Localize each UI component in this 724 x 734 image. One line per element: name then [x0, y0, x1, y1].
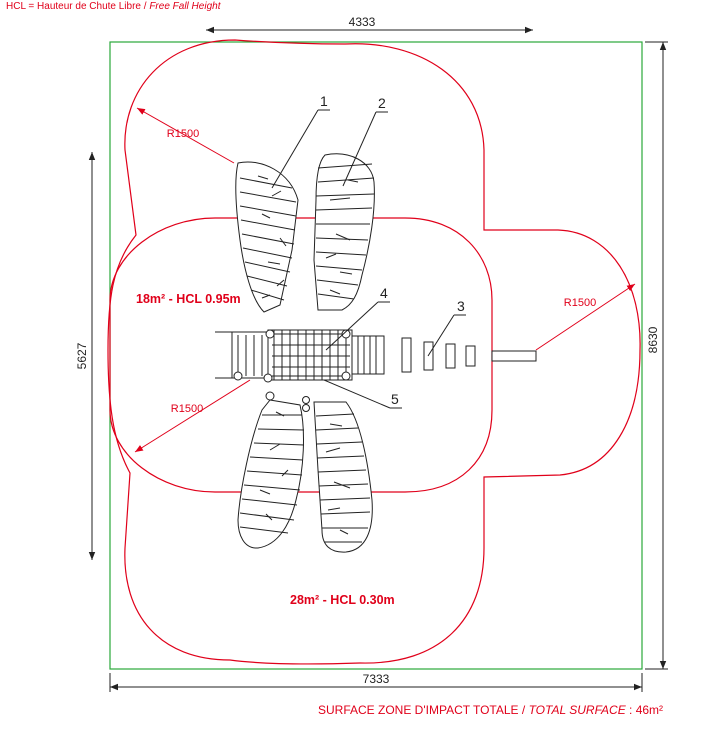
total-surface-label: SURFACE ZONE D'IMPACT TOTALE /: [318, 703, 529, 717]
dim-bottom-label: 7333: [363, 672, 390, 686]
callout-label-2: 2: [378, 95, 386, 111]
total-surface-english: TOTAL SURFACE: [528, 703, 626, 717]
callout-pointer-1: [271, 109, 319, 189]
tail-segments: [401, 337, 537, 373]
zone-inner-label: 18m² - HCL 0.95m: [136, 292, 241, 306]
callout-label-3: 3: [457, 298, 465, 314]
inner-impact-zone: [109, 217, 493, 493]
wing-4: [313, 401, 373, 553]
callout-label-4: 4: [380, 285, 388, 301]
dim-left-label: 5627: [75, 342, 89, 369]
dim-right-label: 8630: [646, 326, 660, 353]
callout-label-5: 5: [391, 391, 399, 407]
radius-leader-1: [136, 107, 235, 164]
legend-english: Free Fall Height: [149, 1, 221, 12]
total-surface: SURFACE ZONE D'IMPACT TOTALE / TOTAL SUR…: [318, 703, 663, 717]
callout-pointer-2: [342, 111, 377, 187]
radius-label-2: R1500: [171, 403, 203, 415]
callout-pointer-5: [323, 379, 391, 409]
callout-pointer-4: [325, 301, 379, 351]
total-surface-value: : 46m²: [625, 703, 664, 717]
radius-label-3: R1500: [564, 297, 596, 309]
callout-label-1: 1: [320, 93, 328, 109]
central-body: [215, 329, 385, 412]
callouts: [271, 109, 466, 409]
legend-abbr: HCL = Hauteur de Chute Libre /: [6, 1, 150, 12]
radius-leader-3: [535, 283, 636, 351]
wing-2: [313, 153, 375, 311]
callout-pointer-3: [427, 314, 455, 357]
wing-1: [235, 161, 299, 313]
radius-leader-2: [134, 379, 251, 453]
legend: HCL = Hauteur de Chute Libre / Free Fall…: [6, 1, 220, 12]
play-equipment: [215, 153, 537, 553]
dim-top-label: 4333: [349, 15, 376, 29]
radius-label-1: R1500: [167, 128, 199, 140]
wing-3: [237, 399, 305, 549]
zone-outer-label: 28m² - HCL 0.30m: [290, 593, 395, 607]
